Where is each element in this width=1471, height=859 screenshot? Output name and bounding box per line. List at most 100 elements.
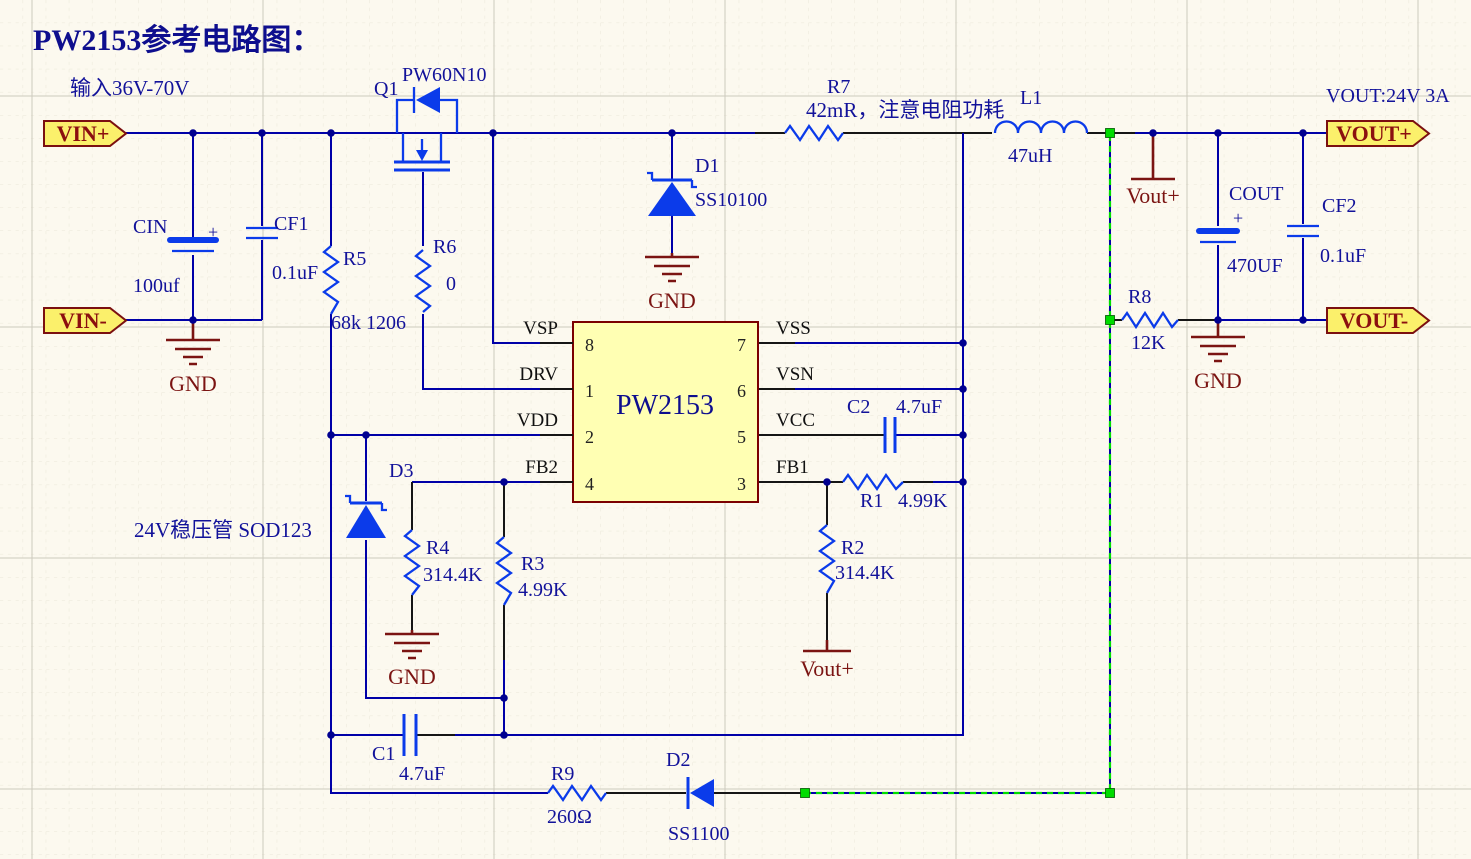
component-r4[interactable]: R4 314.4K: [403, 529, 483, 596]
input-spec-label: 输入36V-70V: [70, 76, 189, 100]
component-r8[interactable]: R8 12K: [1121, 286, 1179, 354]
gnd-symbol-input[interactable]: GND: [166, 320, 220, 396]
r9-ref-label: R9: [551, 763, 574, 785]
r7-value-label: 42mR，注意电阻功耗: [806, 98, 1004, 122]
component-cout[interactable]: COUT + 470UF: [1196, 183, 1283, 277]
selection-handle[interactable]: [1105, 788, 1115, 798]
selection-handle[interactable]: [1105, 315, 1115, 325]
output-spec-label: VOUT:24V 3A: [1326, 85, 1450, 107]
pin-name-vsp: VSP: [523, 318, 558, 339]
pin-name-vsn: VSN: [776, 364, 814, 385]
d2-ref-label: D2: [666, 749, 690, 771]
component-r9[interactable]: R9 260Ω: [547, 763, 607, 828]
selection-handle[interactable]: [1105, 128, 1115, 138]
c2-ref-label: C2: [847, 396, 870, 418]
component-c1[interactable]: C1 4.7uF: [372, 714, 445, 785]
gnd-label: GND: [648, 288, 696, 313]
component-r2[interactable]: R2 314.4K: [818, 524, 895, 594]
r9-value-label: 260Ω: [547, 806, 592, 828]
zener-note-label: 24V稳压管 SOD123: [134, 518, 312, 542]
r5-ref-label: R5: [343, 248, 366, 270]
cout-plus-sign: +: [1233, 208, 1243, 228]
connector-vout-minus[interactable]: VOUT-: [1326, 307, 1431, 334]
component-r5[interactable]: R5 68k 1206: [322, 245, 406, 334]
d1-ref-label: D1: [695, 155, 719, 177]
pin-number: 1: [585, 381, 594, 401]
r7-ref-label: R7: [827, 76, 850, 98]
connector-vout-minus-label: VOUT-: [1340, 308, 1408, 333]
cin-ref-label: CIN: [133, 216, 167, 238]
pin-name-vdd: VDD: [517, 410, 558, 431]
gnd-label: GND: [1194, 368, 1242, 393]
connector-vout-plus-label: VOUT+: [1336, 121, 1412, 146]
component-r6[interactable]: R6 0: [414, 236, 456, 313]
component-d2-diode[interactable]: D2 SS1100: [666, 749, 730, 845]
component-cin[interactable]: CIN + 100uf: [133, 216, 219, 297]
pin-number: 6: [737, 381, 746, 401]
r3-value-label: 4.99K: [518, 579, 568, 601]
r1-ref-label: R1: [860, 490, 883, 512]
pin-name-vcc: VCC: [776, 410, 815, 431]
r2-value-label: 314.4K: [835, 562, 895, 584]
l1-value-label: 47uH: [1008, 145, 1052, 167]
component-l1-inductor[interactable]: L1 47uH: [993, 87, 1089, 167]
pin-number: 5: [737, 427, 746, 447]
component-d1-diode[interactable]: D1 SS10100: [647, 155, 767, 216]
pin-name-fb1: FB1: [776, 457, 809, 478]
cf2-ref-label: CF2: [1322, 195, 1356, 217]
q1-ref-label: Q1: [374, 78, 398, 100]
pin-number: 3: [737, 474, 746, 494]
cf1-value-label: 0.1uF: [272, 262, 318, 284]
connector-vin-minus[interactable]: VIN-: [43, 307, 128, 334]
connector-vin-minus-label: VIN-: [59, 308, 107, 333]
component-c2[interactable]: C2 4.7uF: [847, 396, 942, 453]
d1-part-label: SS10100: [695, 189, 767, 211]
gnd-label: GND: [388, 664, 436, 689]
pin-name-fb2: FB2: [525, 457, 558, 478]
wire-net[interactable]: [123, 132, 1327, 794]
pin-number: 4: [585, 474, 594, 494]
voutplus-symbol-r2[interactable]: Vout+: [800, 640, 854, 681]
selected-wire[interactable]: [800, 128, 1115, 798]
pin-number: 7: [737, 335, 746, 355]
component-cf1[interactable]: CF1 0.1uF: [246, 213, 318, 284]
pin-number: 2: [585, 427, 594, 447]
component-r7[interactable]: R7 42mR，注意电阻功耗: [784, 76, 1004, 143]
connector-vin-plus[interactable]: VIN+: [43, 120, 128, 147]
cout-value-label: 470UF: [1227, 255, 1283, 277]
component-q1-mosfet[interactable]: Q1 PW60N10: [374, 64, 486, 172]
component-r3[interactable]: R3 4.99K: [495, 536, 568, 606]
cout-ref-label: COUT: [1229, 183, 1283, 205]
gnd-symbol-d1[interactable]: GND: [645, 253, 699, 313]
gnd-symbol-r4[interactable]: GND: [385, 630, 439, 689]
cf1-ref-label: CF1: [274, 213, 308, 235]
voutplus-symbol-top[interactable]: Vout+: [1126, 136, 1180, 208]
r5-value-label: 68k 1206: [331, 312, 406, 334]
c1-ref-label: C1: [372, 743, 395, 765]
r8-ref-label: R8: [1128, 286, 1151, 308]
r8-value-label: 12K: [1131, 332, 1166, 354]
connector-vin-plus-label: VIN+: [57, 121, 110, 146]
q1-part-label: PW60N10: [402, 64, 486, 86]
gnd-symbol-output[interactable]: GND: [1191, 320, 1245, 393]
pin-name-vss: VSS: [776, 318, 811, 339]
connector-vout-plus[interactable]: VOUT+: [1326, 120, 1431, 147]
component-r1[interactable]: R1 4.99K: [842, 472, 948, 512]
voutplus-label: Vout+: [1126, 183, 1180, 208]
component-d3-zener[interactable]: D3: [345, 460, 413, 538]
r6-value-label: 0: [446, 273, 456, 295]
d2-part-label: SS1100: [668, 823, 730, 845]
r4-ref-label: R4: [426, 537, 449, 559]
c1-value-label: 4.7uF: [399, 763, 445, 785]
r4-value-label: 314.4K: [423, 564, 483, 586]
cf2-value-label: 0.1uF: [1320, 245, 1366, 267]
voutplus-label: Vout+: [800, 656, 854, 681]
ic-pw2153[interactable]: PW2153 8 1 2 4 7 6 5 3 VSP DRV VDD FB2 V…: [517, 318, 815, 503]
l1-ref-label: L1: [1020, 87, 1042, 109]
r2-ref-label: R2: [841, 537, 864, 559]
cin-value-label: 100uf: [133, 275, 180, 297]
component-cf2[interactable]: CF2 0.1uF: [1287, 195, 1366, 267]
selection-handle[interactable]: [800, 788, 810, 798]
schematic-title: PW2153参考电路图：: [33, 24, 321, 57]
